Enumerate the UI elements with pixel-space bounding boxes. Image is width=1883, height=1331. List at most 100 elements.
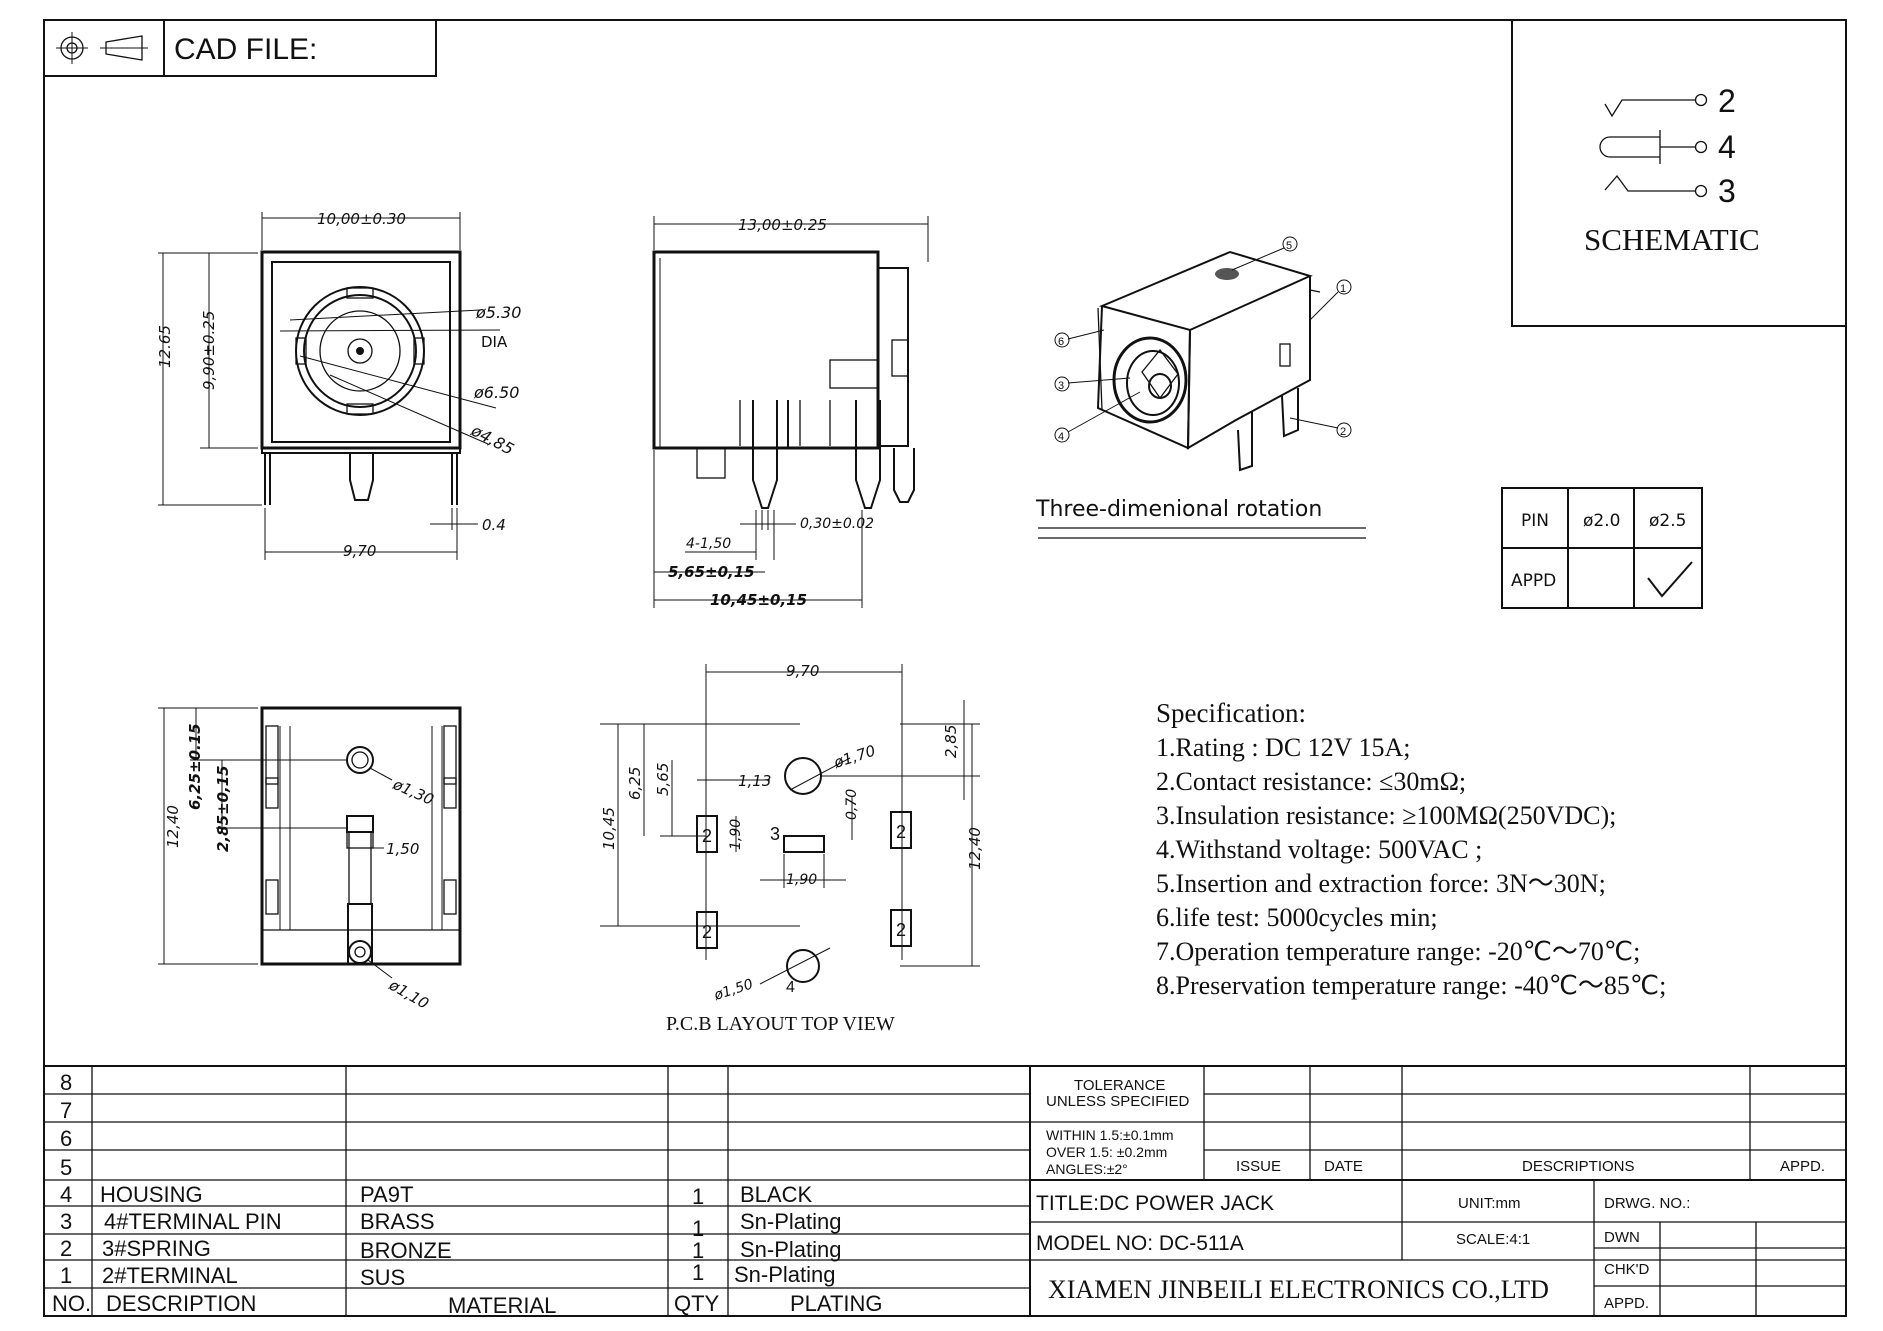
title-block: TOLERANCE UNLESS SPECIFIED WITHIN 1.5:±0… xyxy=(1030,1066,1846,1316)
bom-header-description: DESCRIPTION xyxy=(106,1291,256,1316)
schematic-pin-2: 2 xyxy=(1718,83,1736,119)
side-dim-pin-span: 10,45±0,15 xyxy=(710,591,807,609)
rev-appd-header: APPD. xyxy=(1780,1158,1825,1175)
pcb-dim-285: 2,85 xyxy=(942,725,960,758)
iso-balloon-2: 2 xyxy=(1340,426,1346,438)
spec-item-2: 2.Contact resistance: ≤30mΩ; xyxy=(1156,767,1466,796)
checkmark-icon xyxy=(1647,561,1693,598)
pcb-dim-565: 5,65 xyxy=(654,763,672,796)
bom-row-1-description: 2#TERMINAL xyxy=(102,1263,238,1288)
bottom-dim-height: 12,40 xyxy=(164,805,182,848)
pcb-layout-view: 9,70 2,85 10,45 6,25 5,65 1,13 ø1,70 2 2… xyxy=(600,662,984,1035)
pin-table-header-20: ø2.0 xyxy=(1583,511,1620,531)
pcb-dim-dia-170: ø1,70 xyxy=(831,742,878,773)
pcb-pad-label-5: 3 xyxy=(770,824,780,844)
bom-row-4-qty: 1 xyxy=(692,1184,704,1209)
front-dim-dia-650: ø6.50 xyxy=(473,383,519,402)
bom-row-2-plating: Sn-Plating xyxy=(740,1237,842,1262)
front-dim-dia-label: DIA xyxy=(481,333,508,351)
bom-row-1-no: 1 xyxy=(60,1263,72,1288)
pcb-pad-label-2: 2 xyxy=(896,822,906,842)
front-dim-dia-530: ø5.30 xyxy=(475,303,521,322)
pin-table-header-25: ø2.5 xyxy=(1649,511,1686,531)
schematic-box: 2 4 3 SCHEMATIC xyxy=(1511,20,1846,327)
cad-file-label: CAD FILE: xyxy=(174,33,317,66)
pcb-dim-width: 9,70 xyxy=(786,662,819,680)
company-name: XIAMEN JINBEILI ELECTRONICS CO.,LTD xyxy=(1048,1275,1549,1304)
bom-table: 8 7 6 5 4 HOUSING PA9T 1 BLACK 3 4#TERMI… xyxy=(44,1065,1846,1318)
bottom-view: 12,40 6,25±0.15 2,85±0,15 ø1,30 1,50 ø1,… xyxy=(158,706,462,1013)
appd-label: APPD. xyxy=(1604,1295,1649,1312)
bom-header-qty: QTY xyxy=(674,1291,720,1316)
pcb-dim-dia-150: ø1,50 xyxy=(711,976,755,1004)
isometric-view: 5 1 6 3 4 2 Three-dimenional rotation xyxy=(1035,236,1366,539)
spec-item-7: 7.Operation temperature range: -20℃～70℃; xyxy=(1156,937,1640,966)
drawing-number-label: DRWG. NO.: xyxy=(1604,1195,1690,1212)
front-view: 10,00±0.30 12.65 9,90±0.25 ø5.30 DIA ø6.… xyxy=(156,210,521,560)
side-dim-pin-tip: 0,30±0.02 xyxy=(800,516,874,532)
bom-header-material: MATERIAL xyxy=(448,1293,556,1318)
rev-date-header: DATE xyxy=(1324,1158,1363,1175)
front-dim-dia-485: ø4,85 xyxy=(467,420,517,459)
model-number: MODEL NO: DC-511A xyxy=(1036,1232,1244,1255)
bottom-dim-hole-dia: ø1,30 xyxy=(389,775,436,809)
bom-row-3-no: 3 xyxy=(60,1209,72,1234)
side-dim-length: 13,00±0.25 xyxy=(738,216,827,234)
spec-item-8: 8.Preservation temperature range: -40℃～8… xyxy=(1156,971,1666,1000)
bom-row-3-material: BRASS xyxy=(360,1209,435,1234)
spec-title: Specification: xyxy=(1156,698,1306,728)
tolerance-line-1: TOLERANCE xyxy=(1074,1077,1165,1094)
pcb-pad-label-6: 4 xyxy=(786,979,795,996)
specification: Specification: 1.Rating : DC 12V 15A; 2.… xyxy=(1156,698,1666,1000)
bom-row-3-plating: Sn-Plating xyxy=(740,1209,842,1234)
pcb-dim-070: 0,70 xyxy=(844,789,860,820)
bom-row-3-qty: 1 xyxy=(692,1216,704,1241)
schematic-symbol xyxy=(1599,93,1708,198)
pcb-dim-190-h: 1,90 xyxy=(786,872,817,888)
bom-row-4-description: HOUSING xyxy=(100,1182,203,1207)
bottom-dim-pin-dia: ø1,10 xyxy=(385,975,432,1012)
pin-table: PIN ø2.0 ø2.5 APPD xyxy=(1501,487,1703,609)
spec-item-3: 3.Insulation resistance: ≥100MΩ(250VDC); xyxy=(1156,801,1616,830)
side-view: 13,00±0.25 4-1,50 0,30±0.02 5,65±0,15 10… xyxy=(652,216,929,609)
iso-balloon-6: 6 xyxy=(1058,336,1064,348)
bom-row-3-description: 4#TERMINAL PIN xyxy=(104,1209,282,1234)
bom-header-no: NO. xyxy=(52,1291,91,1316)
schematic-label: SCHEMATIC xyxy=(1584,222,1760,257)
bottom-dim-hole-pos: 6,25±0.15 xyxy=(186,723,204,810)
pcb-dim-1045: 10,45 xyxy=(600,807,618,850)
bom-row-4-plating: BLACK xyxy=(740,1182,812,1207)
bom-row-2-description: 3#SPRING xyxy=(102,1236,211,1261)
side-dim-pin-width: 4-1,50 xyxy=(686,536,731,552)
pin-table-row-appd: APPD xyxy=(1511,571,1556,591)
pcb-caption: P.C.B LAYOUT TOP VIEW xyxy=(666,1013,895,1035)
bottom-dim-slot-pos: 2,85±0,15 xyxy=(214,765,232,852)
bom-row-2-material: BRONZE xyxy=(360,1238,452,1263)
drawing-title: TITLE:DC POWER JACK xyxy=(1036,1192,1274,1215)
pcb-dim-625: 6,25 xyxy=(626,767,644,800)
bom-row-1-material: SUS xyxy=(360,1265,405,1290)
dwn-label: DWN xyxy=(1604,1229,1640,1246)
bottom-dim-slot-width: 1,50 xyxy=(386,840,419,858)
front-dim-height-body: 9,90±0.25 xyxy=(200,311,218,390)
pcb-pad-label-3: 2 xyxy=(702,922,712,942)
iso-balloon-1: 1 xyxy=(1340,283,1346,295)
spec-item-4: 4.Withstand voltage: 500VAC ; xyxy=(1156,835,1482,864)
pcb-dim-190-v: 1,90 xyxy=(728,819,744,850)
spec-item-6: 6.life test: 5000cycles min; xyxy=(1156,903,1438,932)
first-angle-projection-icon xyxy=(56,32,148,64)
iso-balloon-4: 4 xyxy=(1058,431,1064,443)
tolerance-angles: ANGLES:±2° xyxy=(1046,1161,1128,1177)
bom-row-1-plating: Sn-Plating xyxy=(734,1262,836,1287)
sheet-border xyxy=(43,19,1847,1317)
bom-row-8-no: 8 xyxy=(60,1070,72,1095)
bom-row-7-no: 7 xyxy=(60,1098,72,1123)
iso-balloon-3: 3 xyxy=(1058,380,1064,392)
iso-balloon-5: 5 xyxy=(1286,240,1292,252)
bom-row-2-qty: 1 xyxy=(692,1238,704,1263)
bom-row-1-qty: 1 xyxy=(692,1260,704,1285)
drawing-unit: UNIT:mm xyxy=(1458,1195,1521,1212)
chkd-label: CHK'D xyxy=(1604,1261,1650,1278)
pcb-pad-label-4: 2 xyxy=(896,920,906,940)
